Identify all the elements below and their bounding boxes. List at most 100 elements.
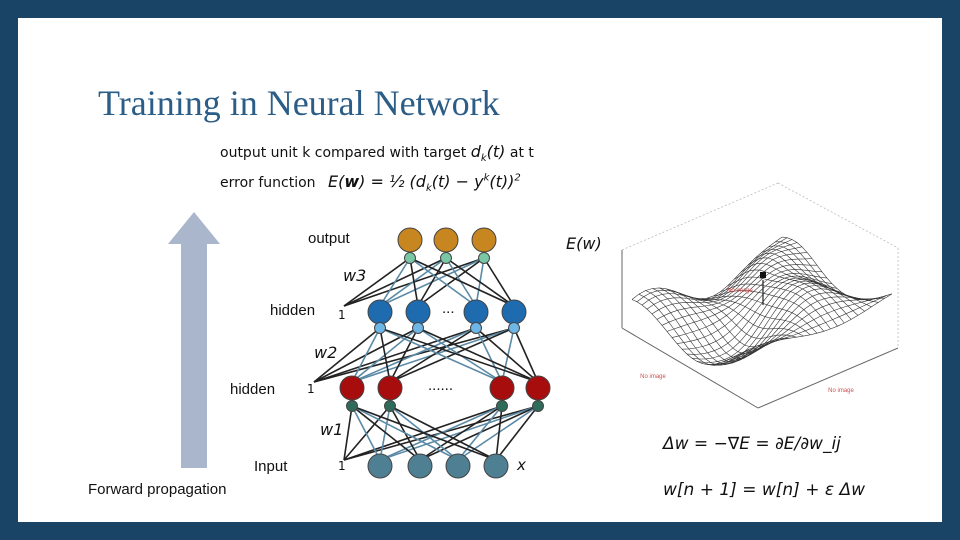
update-equation: w[n + 1] = w[n] + ε Δw — [663, 480, 865, 500]
ellipsis-mid: ...... — [428, 377, 454, 394]
hidden-top-node — [463, 299, 489, 325]
slide: Training in Neural Network output unit k… — [18, 18, 942, 522]
hidden-top-connector — [508, 322, 520, 334]
mesh-line — [731, 296, 883, 358]
edge-w2 — [351, 327, 477, 383]
hidden-top-connector — [470, 322, 482, 334]
header-line-2-text: error function — [220, 175, 316, 191]
hidden-top-node — [367, 299, 393, 325]
mesh-line — [747, 257, 859, 316]
edge-w1 — [351, 405, 459, 461]
bias-top: 1 — [338, 308, 346, 322]
input-node — [483, 453, 509, 479]
target-symbol: dk(t) — [470, 142, 506, 165]
w2-label: w2 — [314, 343, 338, 362]
error-formula: E(w) = ½ (dk(t) − yk(t))2 — [328, 172, 521, 195]
slide-title: Training in Neural Network — [98, 83, 500, 123]
edge-w1 — [343, 405, 391, 461]
diagram-canvas — [168, 182, 899, 479]
edge-w3 — [483, 257, 515, 307]
edge-w3 — [379, 257, 447, 307]
surface-mesh — [631, 236, 893, 366]
edge-w1 — [379, 405, 503, 461]
bias-bottom: 1 — [338, 459, 346, 473]
mesh-line — [741, 293, 893, 354]
hidden-bottom-connector — [496, 400, 508, 412]
edge-w2 — [313, 327, 381, 383]
edge-w2 — [379, 327, 391, 383]
hidden-bottom-layer-label: hidden — [230, 381, 276, 398]
mesh-line — [734, 269, 845, 324]
point-marker — [760, 272, 766, 278]
hidden-bottom-connector — [346, 400, 358, 412]
mesh-line — [721, 296, 873, 363]
output-layer-label: output — [308, 230, 350, 247]
bias-mid: 1 — [307, 382, 315, 396]
w3-label: w3 — [343, 266, 367, 285]
edge-w3 — [417, 257, 447, 307]
header-line-1-text: output unit k compared with target — [220, 145, 467, 161]
no-image-placeholder-3: No image — [828, 388, 854, 394]
hidden-bottom-connector — [384, 400, 396, 412]
mesh-line — [781, 236, 893, 301]
input-node — [445, 453, 471, 479]
mesh-line — [775, 241, 886, 300]
edge-w1 — [495, 405, 539, 461]
mesh-line — [727, 276, 838, 327]
mesh-line — [754, 252, 865, 312]
output-node — [397, 227, 423, 253]
header-line-1-tail: at t — [509, 145, 534, 161]
ellipsis-top: ... — [442, 300, 455, 317]
network-edges — [313, 240, 539, 461]
edge-w1 — [351, 405, 421, 461]
output-connector — [404, 252, 416, 264]
mesh-line — [736, 295, 888, 356]
input-node — [367, 453, 393, 479]
mesh-line — [740, 262, 852, 320]
input-node — [407, 453, 433, 479]
edge-w1 — [495, 405, 503, 461]
mesh-line — [768, 245, 879, 303]
mesh-line — [713, 290, 825, 332]
hidden-top-node — [405, 299, 431, 325]
error-surface-plot — [621, 182, 899, 409]
edge-w2 — [379, 327, 503, 383]
edge-w3 — [445, 257, 515, 307]
no-image-placeholder-2: No image — [640, 374, 666, 380]
hidden-top-node — [501, 299, 527, 325]
mesh-line — [726, 297, 878, 361]
edge-w1 — [419, 405, 503, 461]
edge-w3 — [409, 257, 515, 307]
hidden-bottom-node — [339, 375, 365, 401]
edge-w3 — [409, 257, 477, 307]
edge-w2 — [389, 327, 419, 383]
edge-w1 — [389, 405, 497, 461]
w1-label: w1 — [320, 420, 344, 439]
hidden-bottom-node — [377, 375, 403, 401]
surface-ylabel: E(w) — [566, 234, 602, 253]
output-connector — [478, 252, 490, 264]
delta-w-equation: Δw = −∇E = ∂E/∂w_ij — [663, 434, 841, 454]
hidden-top-connector — [374, 322, 386, 334]
edge-w3 — [409, 257, 419, 307]
hidden-bottom-node — [489, 375, 515, 401]
edge-w3 — [417, 257, 485, 307]
edge-w1 — [457, 405, 503, 461]
hidden-top-layer-label: hidden — [270, 302, 316, 319]
input-layer-label: Input — [254, 458, 288, 475]
mesh-line — [720, 283, 831, 330]
edge-w1 — [351, 405, 381, 461]
edge-w2 — [389, 327, 477, 383]
edge-w3 — [379, 257, 411, 307]
no-image-placeholder-1: No image — [727, 288, 753, 294]
output-node — [433, 227, 459, 253]
forward-arrow — [168, 212, 220, 468]
edge-w1 — [457, 405, 539, 461]
header-line-2: error function E(w) = ½ (dk(t) − yk(t))2 — [220, 172, 521, 194]
forward-propagation-label: Forward propagation — [88, 481, 227, 498]
mesh-line — [631, 236, 783, 300]
edge-w1 — [379, 405, 539, 461]
edge-w2 — [389, 327, 515, 383]
edge-w1 — [351, 405, 497, 461]
edge-w2 — [379, 327, 539, 383]
